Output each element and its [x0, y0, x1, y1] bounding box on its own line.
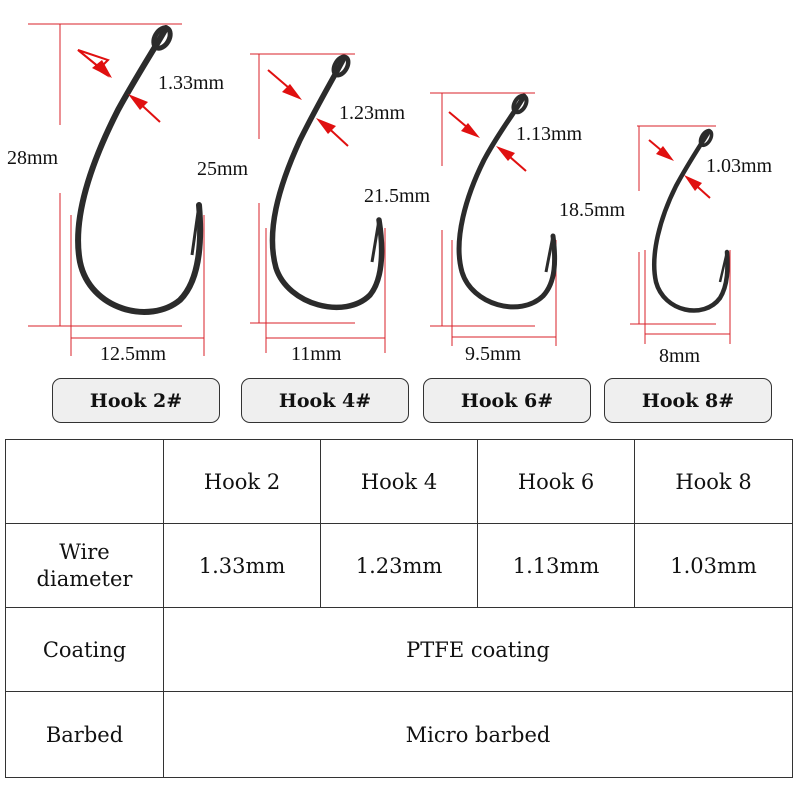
header-cell: Hook 6: [477, 439, 635, 524]
hook-4-wire-diameter-label: 1.23mm: [339, 102, 406, 124]
table-cell: 1.03mm: [634, 523, 793, 608]
row-label-line: diameter: [36, 566, 133, 591]
hook-4-height-label: 25mm: [197, 158, 249, 180]
row-label-line: Wire: [59, 540, 110, 565]
hook-size-diagram: 1.33mm 28mm 12.5mm 1.23mm 25mm 11mm 1.13…: [0, 0, 800, 370]
hook-4-size-text: Hook 4#: [278, 389, 372, 412]
barbed-value: Micro barbed: [163, 691, 793, 778]
hook-8-wire-diameter-label: 1.03mm: [706, 155, 773, 177]
row-label-coating: Coating: [5, 607, 164, 692]
hook-8-size-label: Hook 8#: [604, 378, 772, 423]
hook-8-width-label: 8mm: [659, 345, 701, 367]
hook-6-drawing: [430, 92, 558, 346]
table-row-barbed: Barbed Micro barbed: [5, 691, 793, 778]
table-cell: 1.23mm: [320, 523, 478, 608]
table-cell: 1.33mm: [163, 523, 321, 608]
hook-6-height-label: 21.5mm: [364, 185, 431, 207]
hook-2-width-label: 12.5mm: [100, 343, 167, 365]
hook-6-wire-diameter-label: 1.13mm: [516, 123, 583, 145]
hook-2-wire-diameter-label: 1.33mm: [158, 72, 225, 94]
header-cell-empty: [5, 439, 164, 524]
row-label-barbed: Barbed: [5, 691, 164, 778]
hook-4-drawing: [250, 53, 386, 353]
hook-8-size-text: Hook 8#: [641, 389, 735, 412]
coating-value: PTFE coating: [163, 607, 793, 692]
table-cell: 1.13mm: [477, 523, 635, 608]
hook-2-height-label: 28mm: [7, 147, 59, 169]
hook-2-drawing: [28, 23, 205, 356]
header-cell: Hook 8: [634, 439, 793, 524]
hook-2-size-text: Hook 2#: [89, 389, 183, 412]
header-cell: Hook 2: [163, 439, 321, 524]
hook-8-height-label: 18.5mm: [559, 199, 626, 221]
hook-illustrations: [28, 23, 731, 356]
hook-4-size-label: Hook 4#: [241, 378, 409, 423]
hook-6-size-label: Hook 6#: [423, 378, 591, 423]
hook-6-size-text: Hook 6#: [460, 389, 554, 412]
hook-6-width-label: 9.5mm: [465, 343, 522, 365]
table-row-coating: Coating PTFE coating: [5, 607, 793, 692]
header-cell: Hook 4: [320, 439, 478, 524]
table-header-row: Hook 2 Hook 4 Hook 6 Hook 8: [5, 439, 793, 524]
hook-2-size-label: Hook 2#: [52, 378, 220, 423]
hook-8-drawing: [630, 125, 731, 344]
hook-4-width-label: 11mm: [291, 343, 342, 365]
